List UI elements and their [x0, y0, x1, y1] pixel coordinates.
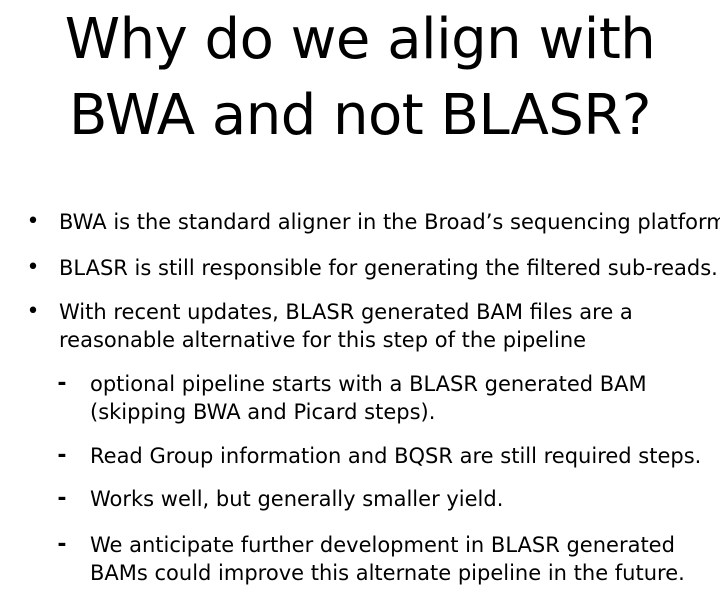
bullet-text-line-2: reasonable alternative for this step of …	[59, 328, 587, 352]
subbullet-item-2: - Read Group information and BQSR are st…	[57, 442, 702, 470]
subbullet-item-3: - Works well, but generally smaller yiel…	[57, 485, 504, 513]
slide-title-line-2: BWA and not BLASR?	[69, 83, 651, 148]
subbullet-item-4: - We anticipate further development in B…	[57, 531, 685, 587]
bullet-marker: •	[26, 209, 40, 234]
bullet-marker: •	[26, 299, 40, 324]
slide-title: Why do we align with BWA and not BLASR?	[0, 0, 720, 154]
subbullet-marker: -	[57, 486, 67, 511]
slide-title-line-1: Why do we align with	[64, 7, 656, 72]
bullet-text: BLASR is still responsible for generatin…	[59, 256, 718, 280]
bullet-marker: •	[26, 255, 40, 280]
bullet-item-2: • BLASR is still responsible for generat…	[27, 254, 718, 282]
subbullet-text-line-1: optional pipeline starts with a BLASR ge…	[90, 372, 647, 396]
bullet-text-line-1: With recent updates, BLASR generated BAM…	[59, 300, 633, 324]
subbullet-text: Read Group information and BQSR are stil…	[90, 444, 702, 468]
subbullet-text: Works well, but generally smaller yield.	[90, 487, 504, 511]
subbullet-marker: -	[57, 532, 67, 557]
bullet-item-3: • With recent updates, BLASR generated B…	[27, 298, 633, 354]
subbullet-marker: -	[57, 371, 67, 396]
bullet-text: BWA is the standard aligner in the Broad…	[59, 210, 720, 234]
subbullet-text-line-1: We anticipate further development in BLA…	[90, 533, 675, 557]
subbullet-item-1: - optional pipeline starts with a BLASR …	[57, 370, 647, 426]
subbullet-text-line-2: (skipping BWA and Picard steps).	[90, 400, 436, 424]
subbullet-marker: -	[57, 443, 67, 468]
bullet-item-1: • BWA is the standard aligner in the Bro…	[27, 208, 720, 236]
subbullet-text-line-2: BAMs could improve this alternate pipeli…	[90, 561, 685, 585]
